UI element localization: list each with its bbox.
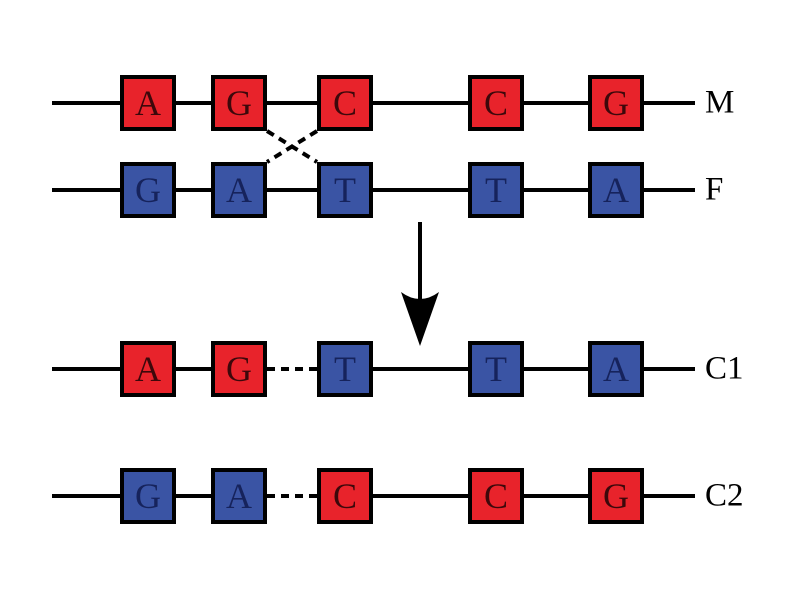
strand-label-c1: C1: [705, 350, 744, 387]
box-f-2: A: [211, 162, 267, 218]
box-f-5: A: [588, 162, 644, 218]
box-f-3: T: [317, 162, 373, 218]
box-c1-1: A: [120, 341, 176, 397]
box-c2-1: G: [120, 468, 176, 524]
box-c1-3: T: [317, 341, 373, 397]
box-m-1: A: [120, 75, 176, 131]
box-c1-2: G: [211, 341, 267, 397]
box-c2-4: C: [468, 468, 524, 524]
box-c2-5: G: [588, 468, 644, 524]
box-c2-3: C: [317, 468, 373, 524]
strand-label-c2: C2: [705, 477, 744, 514]
box-m-2: G: [211, 75, 267, 131]
strand-label-f: F: [705, 171, 724, 208]
box-m-3: C: [317, 75, 373, 131]
box-c1-4: T: [468, 341, 524, 397]
strand-label-m: M: [705, 84, 735, 121]
box-f-4: T: [468, 162, 524, 218]
box-m-5: G: [588, 75, 644, 131]
box-c1-5: A: [588, 341, 644, 397]
crossover-x-line-2: [265, 129, 319, 164]
box-c2-2: A: [211, 468, 267, 524]
down-arrow-head: [401, 292, 439, 346]
box-m-4: C: [468, 75, 524, 131]
box-f-1: G: [120, 162, 176, 218]
